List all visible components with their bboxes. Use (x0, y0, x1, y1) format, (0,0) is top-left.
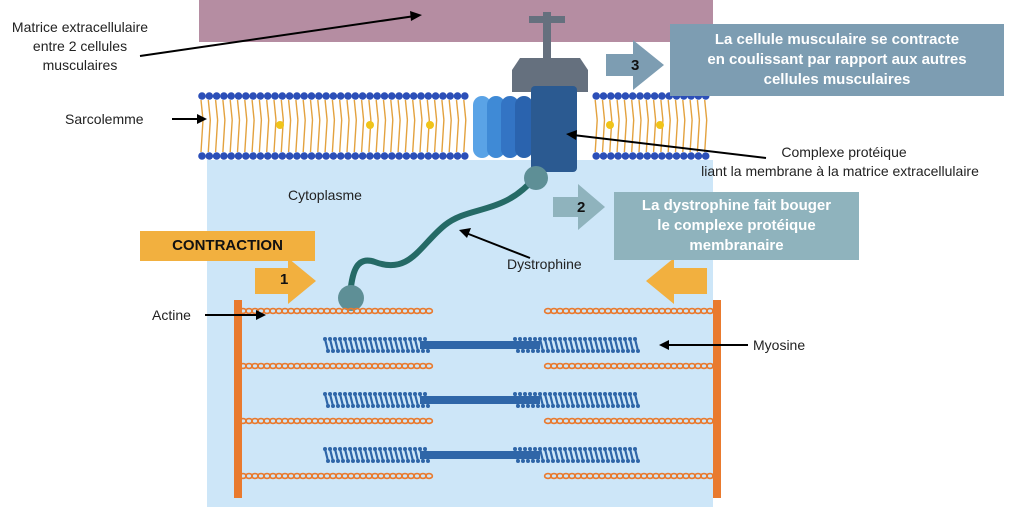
cytoplasm-label: Cytoplasme (288, 187, 362, 203)
step2-text: La dystrophine fait bouger le complexe p… (614, 196, 859, 256)
step2-box (614, 192, 859, 260)
step3-number: 3 (631, 57, 640, 74)
sarcolemma-membrane (198, 92, 710, 160)
arrow-step2 (553, 184, 605, 230)
step3-box (670, 24, 1004, 96)
membrane-protein-channels (473, 96, 533, 158)
ecm-label-line3: musculaires (42, 57, 118, 73)
step2-text-line3: membranaire (689, 237, 784, 254)
step2-number: 2 (577, 199, 586, 216)
step2-text-line1: La dystrophine fait bouger (641, 197, 832, 214)
step3-text-line2: en coulissant par rapport aux autres (707, 51, 967, 68)
contraction-title: CONTRACTION (172, 237, 283, 254)
myosin-label: Myosine (753, 337, 806, 353)
complex-label-line1: Complexe protéique (781, 144, 907, 160)
arrow-step3 (606, 40, 664, 90)
pointer-lines (139, 11, 767, 350)
arrow-step1-left (255, 258, 316, 304)
protein-complex (512, 12, 588, 172)
ecm-label-line1: Matrice extracellulaire (11, 19, 149, 35)
dystrophin-strand (347, 173, 539, 298)
dystrophin-head-top (524, 166, 548, 190)
step3-text-line1: La cellule musculaire se contracte (714, 31, 960, 48)
contraction-banner (140, 231, 315, 261)
dystrophin-label: Dystrophine (507, 256, 582, 272)
z-line-left (234, 300, 242, 498)
ecm-label-line2: entre 2 cellules (32, 38, 128, 54)
sarcolemma-label: Sarcolemme (65, 111, 144, 127)
myosin-filaments (323, 337, 640, 463)
step3-text: La cellule musculaire se contracte en co… (670, 30, 1004, 90)
z-line-right (713, 300, 721, 498)
dystrophin-head-bottom (338, 285, 364, 311)
arrow-right-contraction (646, 258, 707, 304)
complex-label: Complexe protéique liant la membrane à l… (660, 143, 1020, 181)
ecm-label: Matrice extracellulaire entre 2 cellules… (4, 18, 156, 75)
actin-filaments (238, 307, 721, 480)
complex-label-line2: liant la membrane à la matrice extracell… (701, 163, 979, 179)
step3-text-line3: cellules musculaires (763, 71, 911, 88)
step1-number: 1 (280, 271, 289, 288)
actin-label: Actine (152, 307, 191, 323)
step2-text-line2: le complexe protéique (657, 217, 816, 234)
